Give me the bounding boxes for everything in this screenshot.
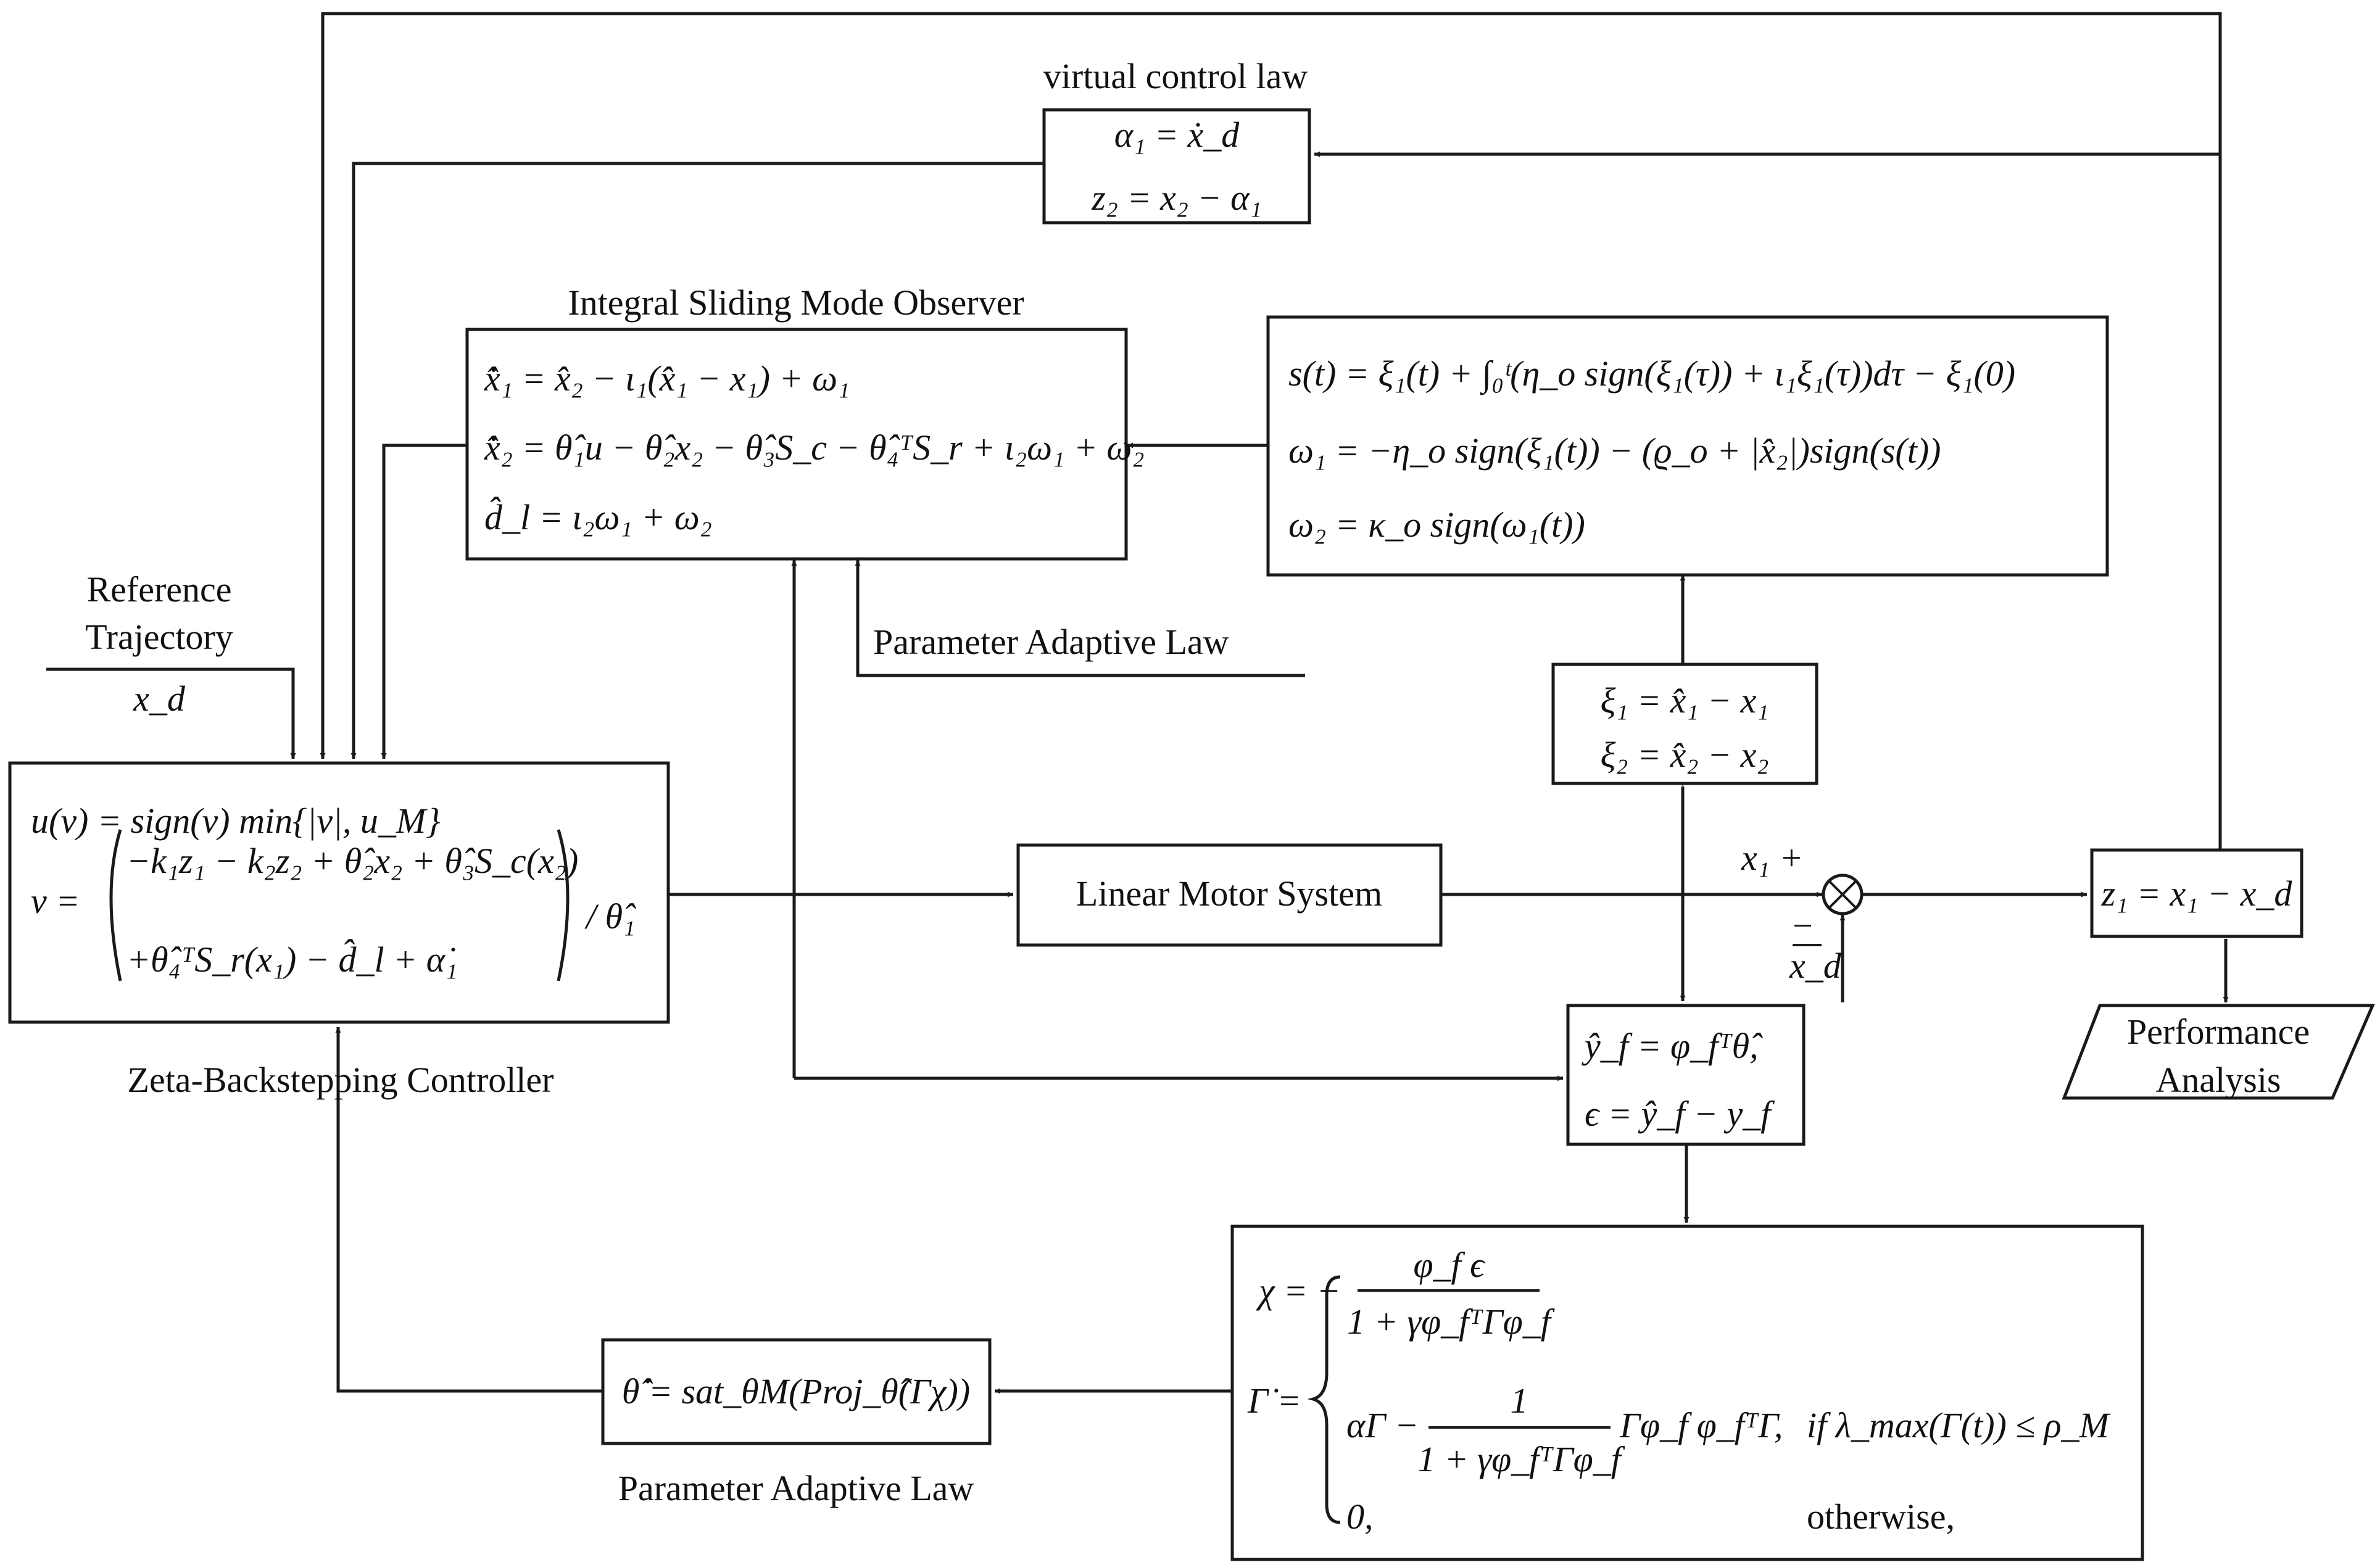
reference-label-2: Trajectory bbox=[85, 617, 233, 657]
gain-update-box bbox=[1230, 1224, 2144, 1561]
observer-eq-2: x̂̇₂ = θ̂₁u − θ̂₂x₂ − θ̂₃S_c − θ̂₄ᵀS_r +… bbox=[484, 427, 1145, 468]
sum-minus-input: x_d bbox=[1789, 946, 1842, 986]
virtual-eq-alpha: α₁ = ẋ_d bbox=[1114, 115, 1240, 155]
controller-paren-left bbox=[109, 829, 122, 981]
virtual-to-controller-arrow bbox=[350, 162, 1043, 759]
sum-minus-sign: − bbox=[1793, 906, 1813, 946]
virtual-control-title: virtual control law bbox=[1043, 56, 1308, 96]
performance-box bbox=[2062, 1004, 2375, 1100]
performance-label-2: Analysis bbox=[2156, 1060, 2281, 1100]
reference-signal: x_d bbox=[133, 679, 186, 719]
controller-eq-u: u(ν) = sign(ν) min{|ν|, u_M} bbox=[31, 801, 440, 841]
adaptive-law-eq: θ̂̇ = sat_θ̇M(Proj_θ̂(Γχ)) bbox=[622, 1371, 970, 1411]
sum-plus-sign: + bbox=[1781, 838, 1802, 878]
observer-to-controller-arrow bbox=[381, 444, 466, 759]
controller-paren-right bbox=[557, 829, 570, 981]
virtual-control-box bbox=[1042, 108, 1311, 225]
gain-piecewise-brace bbox=[1307, 1275, 1341, 1524]
gain-gamma-lhs: Γ̇ = bbox=[1247, 1381, 1301, 1421]
linear-motor-box bbox=[1016, 843, 1443, 947]
gain-chi-den: 1 + γφ_fᵀΓφ_f bbox=[1347, 1302, 1555, 1342]
gain-chi-lhs: χ = − bbox=[1256, 1271, 1341, 1311]
sliding-surface-box bbox=[1266, 315, 2109, 577]
observer-eq-1: x̂̇₁ = x̂₂ − ι₁(x̂₁ − x₁) + ω₁ bbox=[484, 358, 850, 398]
gain-case1-den: 1 + γφ_fᵀΓφ_f bbox=[1417, 1439, 1625, 1479]
errors-eq-2: ξ₂ = x̂₂ − x₂ bbox=[1600, 735, 1768, 775]
controller-eq-nu: ν = bbox=[31, 881, 80, 921]
gain-case1-alpha: αΓ − bbox=[1346, 1405, 1419, 1445]
parameter-adaptive-law-top: Parameter Adaptive Law bbox=[873, 622, 1229, 662]
gain-case2-condition: otherwise, bbox=[1807, 1497, 1955, 1537]
adaptive-to-observer-arrow bbox=[855, 560, 1305, 677]
gain-chi-num: φ_f ϵ bbox=[1413, 1245, 1486, 1285]
tracking-error-box bbox=[2090, 848, 2303, 938]
linear-motor-label: Linear Motor System bbox=[1076, 873, 1382, 914]
errors-box bbox=[1551, 663, 1818, 785]
controller-eq-row1: −k₁z₁ − k₂z₂ + θ̂₂x₂ + θ̂₃S_c(x₂) bbox=[126, 841, 578, 881]
controller-title: Zeta-Backstepping Controller bbox=[128, 1060, 554, 1100]
gain-case1-tail: Γφ_f φ_fᵀΓ, bbox=[1619, 1405, 1783, 1445]
reference-to-controller-arrow bbox=[46, 667, 296, 759]
adaptive-to-controller-arrow bbox=[335, 1027, 603, 1393]
sliding-eq-1: s(t) = ξ₁(t) + ∫₀ᵗ(η_o sign(ξ₁(τ)) + ι₁ξ… bbox=[1288, 353, 2015, 395]
parameter-adaptive-law-bottom: Parameter Adaptive Law bbox=[618, 1468, 974, 1508]
performance-label-1: Performance bbox=[2127, 1012, 2310, 1052]
adaptive-law-box bbox=[601, 1338, 992, 1445]
gain-case1-condition: if λ_max(Γ(t)) ≤ ρ_M bbox=[1807, 1405, 2111, 1445]
prediction-eq-1: ŷ_f = φ_fᵀθ̂, bbox=[1582, 1026, 1763, 1066]
observer-box bbox=[465, 328, 1128, 561]
errors-eq-1: ξ₁ = x̂₁ − x₁ bbox=[1600, 680, 1768, 721]
gain-case1-num: 1 bbox=[1511, 1381, 1528, 1421]
sliding-eq-2: ω₁ = −η_o sign(ξ₁(t)) − (ϱ_o + |x̂₂|)sig… bbox=[1288, 431, 1941, 471]
z1-feedback-top-loop bbox=[320, 12, 2222, 850]
prediction-eq-2: ϵ = ŷ_f − y_f bbox=[1585, 1094, 1775, 1134]
tracking-error-eq: z₁ = x₁ − x_d bbox=[2101, 873, 2293, 914]
summing-junction bbox=[1822, 873, 1864, 915]
controller-eq-div: / θ̂₁ bbox=[584, 896, 636, 936]
sum-plus-input: x₁ bbox=[1741, 838, 1770, 878]
virtual-eq-z2: z₂ = x₂ − α₁ bbox=[1091, 178, 1262, 218]
observer-title: Integral Sliding Mode Observer bbox=[568, 283, 1024, 323]
reference-label-1: Reference bbox=[86, 569, 231, 609]
observer-eq-3: d̂_l = ι₂ω₁ + ω₂ bbox=[484, 497, 712, 537]
sliding-eq-3: ω₂ = κ_o sign(ω₁(t)) bbox=[1288, 505, 1585, 545]
gain-case2-value: 0, bbox=[1346, 1497, 1374, 1537]
controller-eq-row2: +θ̂₄ᵀS_r(x₁) − d̂_l + α̇₁ bbox=[126, 939, 457, 980]
prediction-box bbox=[1566, 1004, 1806, 1146]
